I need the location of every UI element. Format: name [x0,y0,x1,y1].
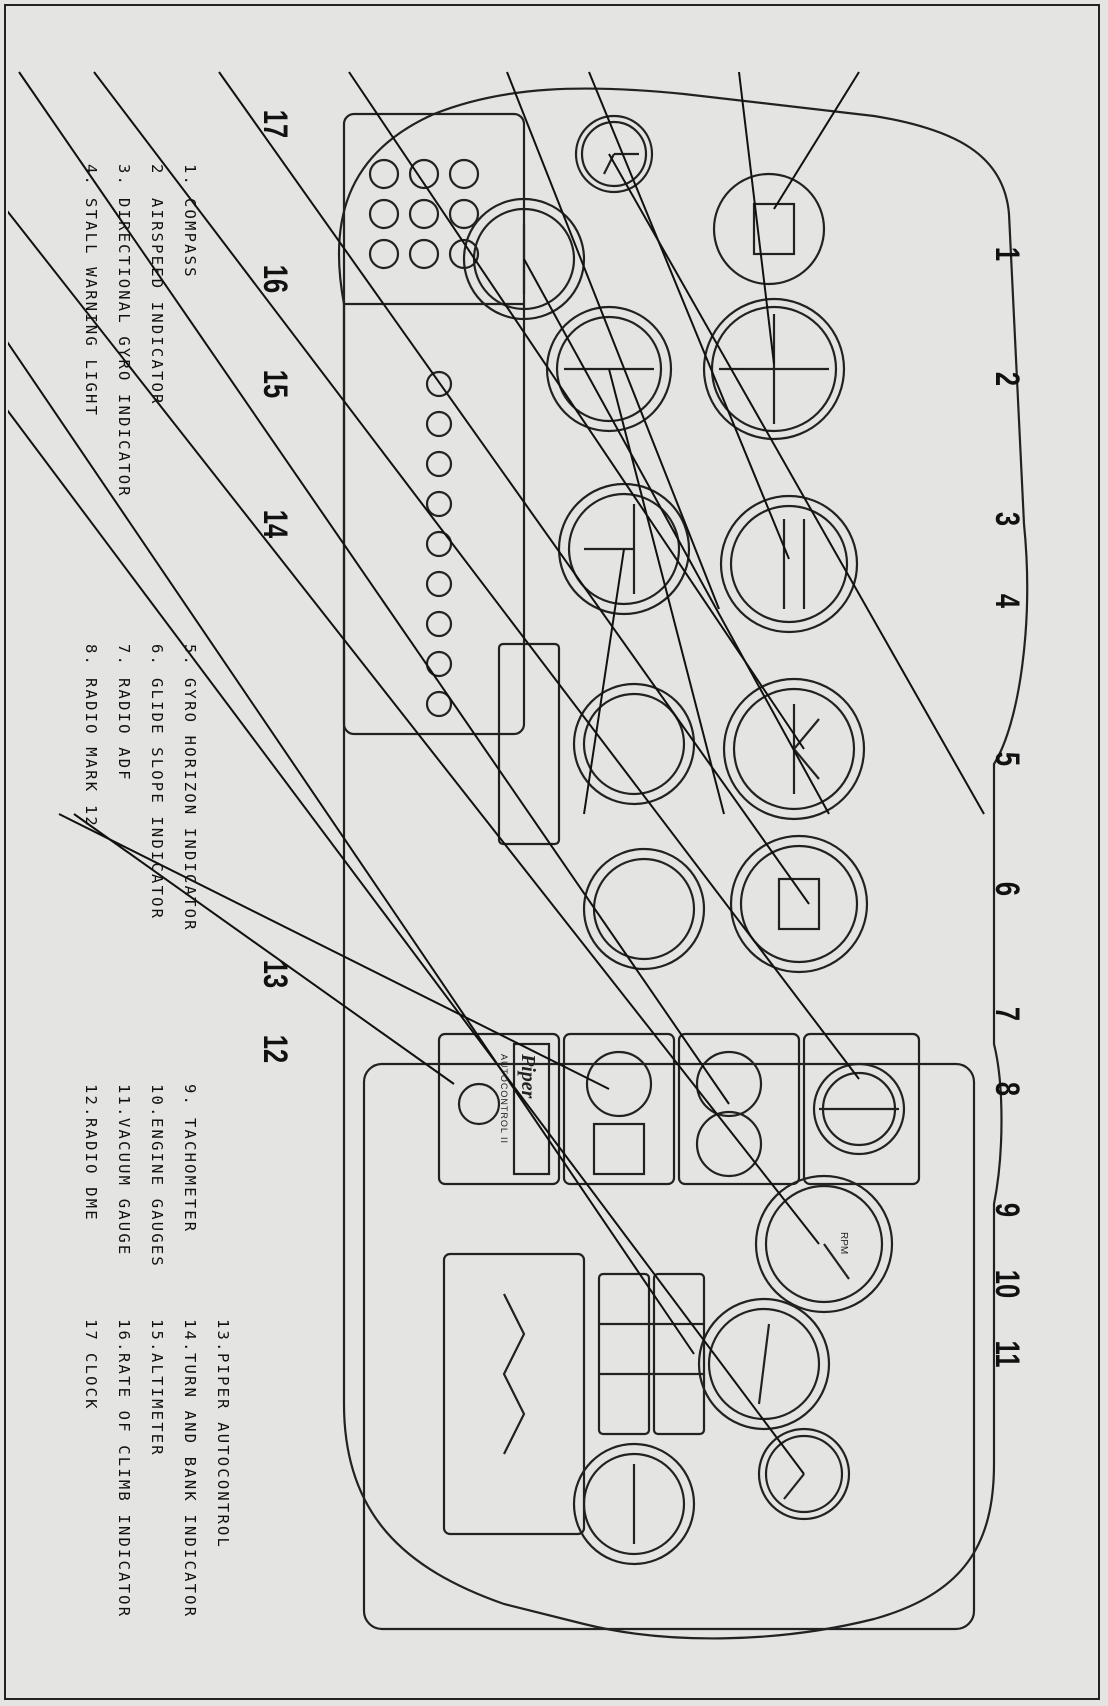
adf-box [802,1032,921,1186]
leader-2 [738,71,775,365]
callout-1: 1 [988,246,1026,262]
autocontrol-panel-text: AUTOCONTROL II [499,1054,509,1145]
leader-12 [58,813,610,1090]
right-sub-panel [362,1062,976,1631]
callout-4: 4 [988,593,1026,609]
leader-3 [588,71,790,560]
legend-item-10: 10.ENGINE GAUGES [148,1084,166,1268]
piper-brand-text: Piper [517,1054,539,1099]
vacuum-gauge [757,1427,851,1521]
leader-17 [608,153,985,815]
callout-3: 3 [988,511,1026,527]
rotated-figure: 1 2 3 4 5 6 7 8 9 10 11 12 13 14 15 16 1… [8,4,1104,1700]
legend-item-11: 11.VACUUM GAUGE [115,1084,133,1257]
glide-slope-gauge [729,834,869,974]
mark12-box [677,1032,801,1186]
engine-gauges-stack [597,1272,706,1436]
leader-5 [348,71,805,750]
callout-15: 15 [256,369,294,399]
leader-1 [773,71,860,210]
callout-16: 16 [256,264,294,294]
switch-strip [342,112,526,736]
panel-outline [337,87,1029,1640]
directional-gyro-gauge [719,494,859,634]
callout-9: 9 [988,1202,1026,1218]
leader-16 [523,258,830,815]
callout-2: 2 [988,371,1026,387]
legend-item-3: 3.DIRECTIONAL GYRO INDICATOR [115,164,133,498]
callout-10: 10 [988,1269,1026,1299]
right-lower-instrument [572,1442,696,1566]
callout-13: 13 [256,959,294,989]
legend-item-1: 1.COMPASS [181,164,199,279]
page-frame [4,4,1100,1700]
legend-item-6: 6.GLIDE SLOPE INDICATOR [148,644,166,921]
callout-7: 7 [988,1006,1026,1022]
legend-item-17: 17CLOCK [82,1319,100,1411]
legend-item-14: 14.TURN AND BANK INDICATOR [181,1319,199,1619]
gyro-horizon-gauge [722,677,866,821]
leader-4 [506,71,720,610]
right-display-panel [442,1252,586,1536]
callout-14: 14 [256,509,294,539]
legend-item-5: 5.GYRO HORIZON INDICATOR [181,644,199,932]
tachometer-gauge [754,1174,894,1314]
leader-14 [583,548,625,815]
dme-box [562,1032,676,1186]
legend-item-8: 8.RADIO MARK 12 [82,644,100,828]
airspeed-gauge [702,297,846,441]
legend-item-12: 12.RADIO DME [82,1084,100,1222]
breaker-grid [368,158,480,270]
instrument-panel-drawing [8,71,1029,1640]
right-upper-instrument [697,1297,831,1431]
callout-12: 12 [256,1034,294,1064]
leader-13 [73,813,455,1085]
leader-15 [608,368,725,815]
legend-item-16: 16.RATE OF CLIMB INDICATOR [115,1319,133,1619]
legend-item-4: 4.STALL WARNING LIGHT [82,164,100,418]
switch-row [425,370,453,718]
leader-9 [8,71,820,1245]
leader-8 [18,71,730,1105]
legend-item-13: 13.PIPER AUTOCONTROL [214,1319,232,1550]
legend-item-7: 7.RADIO ADF [115,644,133,782]
leader-7 [93,71,860,1080]
callout-6: 6 [988,881,1026,897]
callout-11: 11 [988,1340,1026,1368]
callout-8: 8 [988,1081,1026,1097]
turn-and-bank-gauge [557,482,691,616]
leader-6 [218,71,810,905]
clock-gauge [574,114,654,194]
compass-gauge [712,172,826,286]
legend-item-9: 9.TACHOMETER [181,1084,199,1234]
legend-item-2: 2AIRSPEED INDICATOR [148,164,166,406]
legend-item-15: 15.ALTIMETER [148,1319,166,1457]
callout-5: 5 [988,751,1026,767]
leader-10 [8,71,695,1355]
lower-center-gauges [497,642,706,971]
tach-rpm-text: RPM [838,1232,849,1255]
callout-17: 17 [256,109,294,139]
leader-11 [8,71,805,1475]
